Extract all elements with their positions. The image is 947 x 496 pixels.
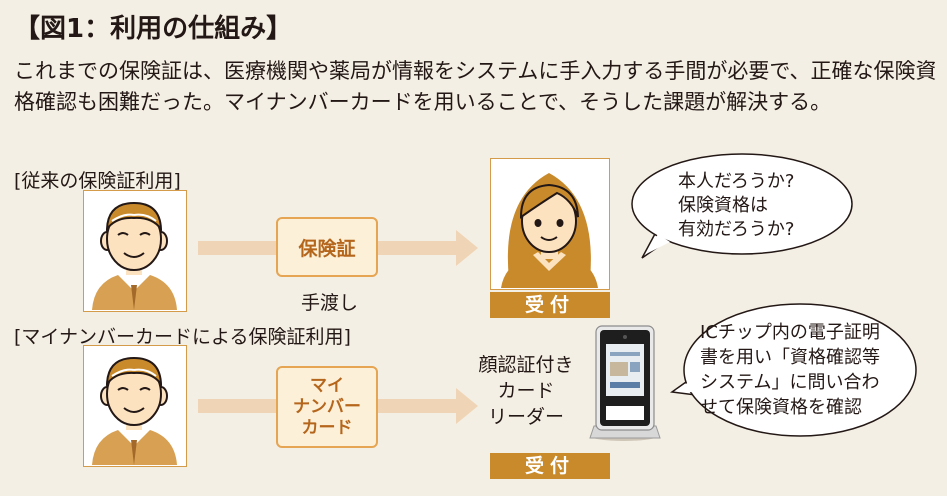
section-label-conventional: [従来の保険証利用]	[14, 170, 181, 192]
mynumber-card-line: ナンバー	[293, 396, 361, 417]
card-reader-line: カード	[497, 380, 555, 402]
card-reader-label: 顔認証付き カード リーダー	[466, 352, 586, 430]
handover-label: 手渡し	[301, 292, 359, 314]
speech-bubble-mynumber	[670, 303, 917, 437]
bubble-line: 有効だろうか?	[678, 219, 795, 240]
speech-bubble-conventional	[631, 153, 853, 259]
reception-label-mynumber: 受付	[490, 453, 610, 479]
elderly-man-icon	[92, 356, 177, 465]
bubble-line: システム」に問い合わ	[700, 372, 880, 393]
bubble-text-conventional: 本人だろうか? 保険資格は 有効だろうか?	[678, 170, 794, 242]
card-reader-device-icon	[589, 325, 661, 441]
patient-portrait-mynumber	[83, 345, 187, 467]
elderly-man-icon	[92, 201, 177, 310]
insurance-card-label: 保険証	[298, 237, 356, 260]
section-label-mynumber: [マイナンバーカードによる保険証利用]	[14, 326, 351, 348]
patient-portrait-conventional	[83, 190, 187, 312]
receptionist-portrait	[490, 158, 610, 290]
card-reader-line: 顔認証付き	[478, 354, 574, 376]
bubble-line: 保険資格は	[678, 195, 768, 216]
bubble-line: せて保険資格を確認	[700, 397, 862, 418]
bubble-line: ICチップ内の電子証明	[700, 322, 880, 343]
card-reader-line: リーダー	[487, 406, 564, 428]
reception-label-conventional: 受付	[490, 292, 610, 318]
mynumber-card-line: カード	[301, 417, 353, 438]
receptionist-icon	[501, 173, 598, 288]
figure-title: 【図1：利用の仕組み】	[14, 14, 293, 44]
bubble-line: 本人だろうか?	[678, 171, 795, 192]
mynumber-card: マイ ナンバー カード	[276, 366, 378, 448]
bubble-text-mynumber: ICチップ内の電子証明 書を用い「資格確認等 システム」に問い合わ せて保険資格…	[700, 320, 880, 420]
intro-text: これまでの保険証は、医療機関や薬局が情報をシステムに手入力する手間が必要で、正確…	[14, 59, 937, 114]
insurance-card: 保険証	[276, 217, 378, 277]
mynumber-card-line: マイ	[310, 375, 344, 396]
bubble-line: 書を用い「資格確認等	[700, 347, 880, 368]
